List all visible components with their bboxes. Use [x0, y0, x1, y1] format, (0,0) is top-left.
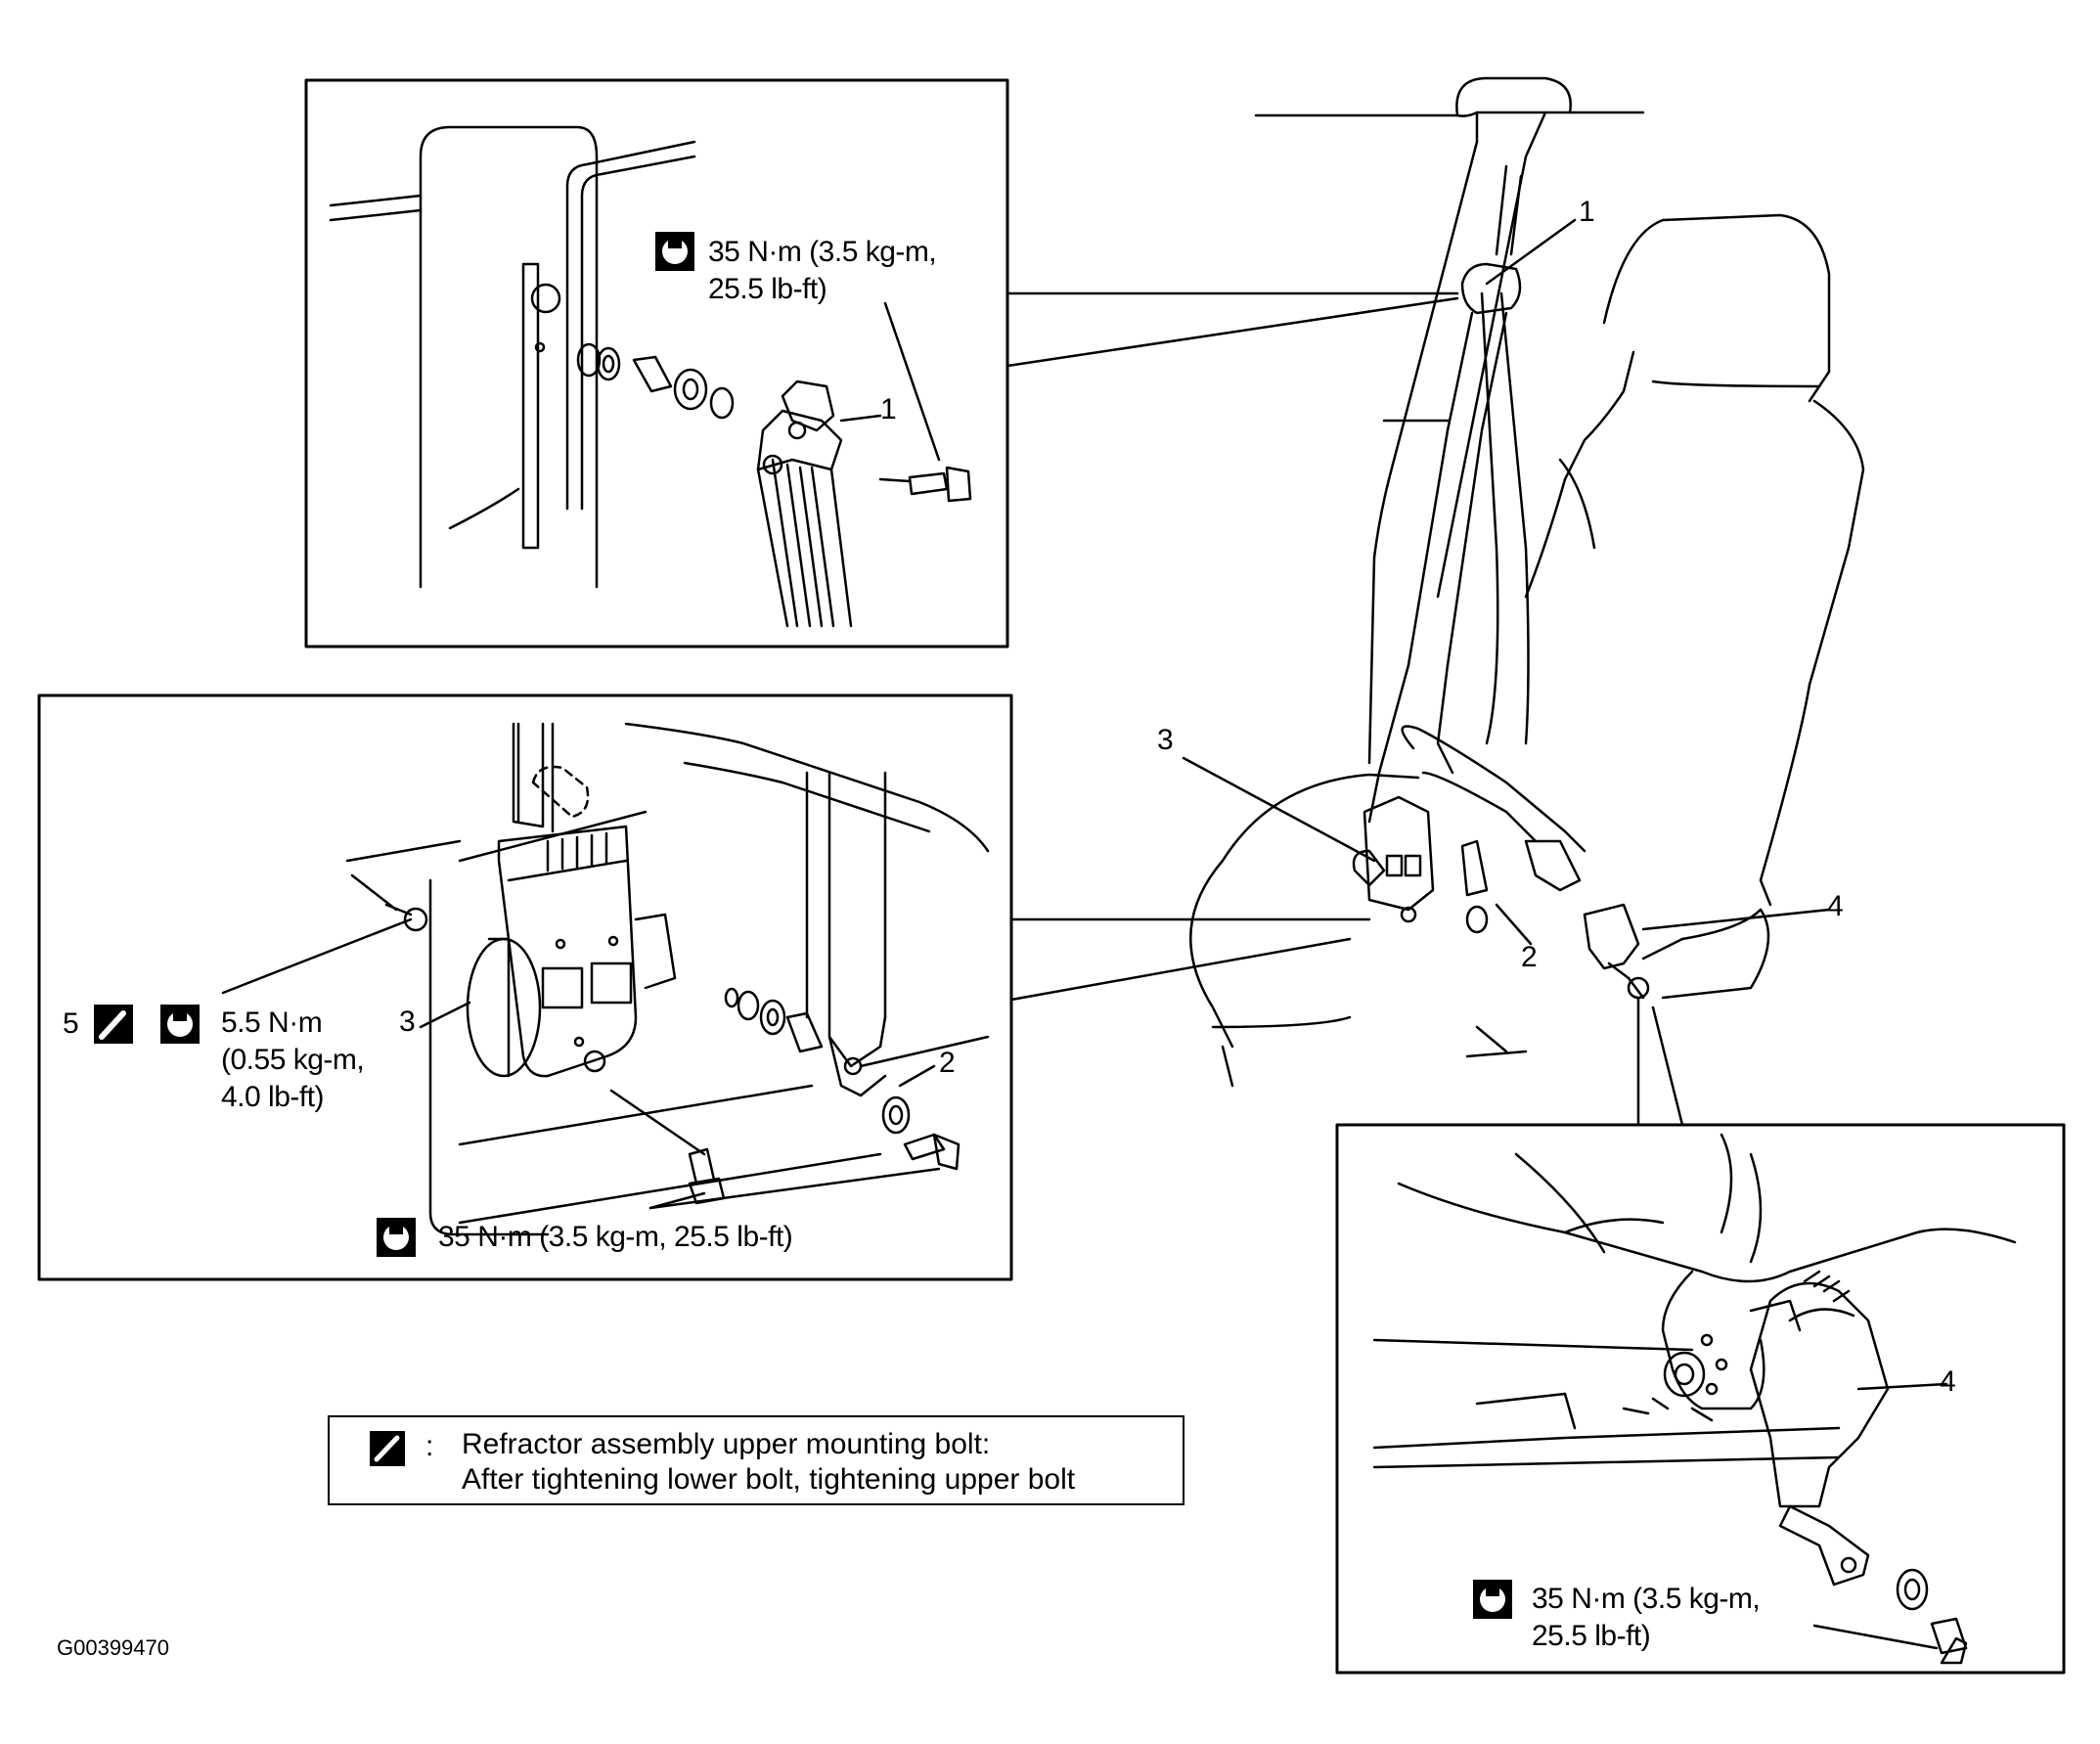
top-inset-upper-anchor	[304, 78, 1009, 648]
main-part-3: 3	[1157, 724, 1174, 756]
left-inset-part-5: 5	[63, 1007, 79, 1040]
left-inset-small-torque-label-3: 4.0 lb-ft)	[221, 1081, 325, 1113]
top-inset-torque-label-2: 25.5 lb-ft)	[708, 273, 827, 305]
left-inset-part-3: 3	[399, 1006, 416, 1038]
torque-wrench-icon	[377, 1218, 416, 1257]
left-inset-torque-label: 35 N·m (3.5 kg-m, 25.5 lb-ft)	[438, 1221, 793, 1253]
legend-box: : Refractor assembly upper mounting bolt…	[328, 1415, 1184, 1505]
bottom-right-inset-buckle	[1335, 1123, 2066, 1675]
left-inset-small-torque-label-2: (0.55 kg-m,	[221, 1044, 365, 1076]
main-part-4: 4	[1827, 890, 1844, 922]
legend-line-1: Refractor assembly upper mounting bolt:	[462, 1428, 991, 1460]
tightening-order-icon	[94, 1005, 133, 1044]
tightening-order-icon	[370, 1431, 405, 1466]
left-inset-small-torque-label: 5.5 N·m	[221, 1006, 323, 1039]
left-inset-retractor	[37, 693, 1013, 1281]
top-inset-part-1: 1	[880, 393, 897, 425]
bottom-inset-torque-label-2: 25.5 lb-ft)	[1532, 1620, 1651, 1652]
left-inset-part-2: 2	[939, 1047, 956, 1079]
top-inset-torque-label: 35 N·m (3.5 kg-m,	[708, 236, 937, 268]
torque-wrench-icon	[655, 232, 694, 271]
main-part-1: 1	[1579, 196, 1595, 228]
main-view-seat-belt	[1005, 76, 1865, 1127]
main-part-2: 2	[1521, 941, 1538, 973]
torque-wrench-icon	[160, 1005, 200, 1044]
bottom-inset-part-4: 4	[1940, 1365, 1956, 1398]
torque-wrench-icon	[1473, 1580, 1512, 1619]
figure-id: G00399470	[57, 1635, 169, 1660]
bottom-inset-torque-label: 35 N·m (3.5 kg-m,	[1532, 1583, 1761, 1615]
legend-line-2: After tightening lower bolt, tightening …	[462, 1463, 1076, 1496]
legend-colon: :	[425, 1430, 434, 1462]
